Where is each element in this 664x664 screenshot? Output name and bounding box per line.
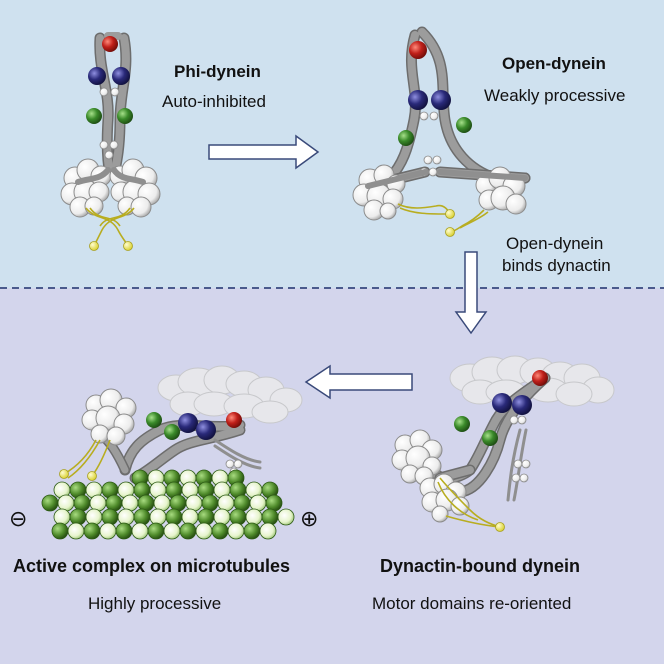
open-dynein-title: Open-dynein: [502, 54, 606, 73]
dynactin-bound-subtitle: Motor domains re-oriented: [372, 594, 572, 613]
dynactin-bound-title: Dynactin-bound dynein: [380, 556, 580, 576]
tubulin-subunit: [121, 494, 139, 512]
tubulin-subunit: [41, 494, 59, 512]
minus-end-symbol: ⊖: [9, 506, 28, 531]
tubulin-subunit: [185, 494, 203, 512]
open-dynein-subtitle: Weakly processive: [484, 86, 626, 105]
tubulin-subunit: [73, 494, 91, 512]
tubulin-subunit: [69, 508, 87, 526]
tubulin-subunit: [245, 508, 263, 526]
tubulin-subunit: [147, 522, 165, 540]
microtubule-lattice: [41, 469, 295, 540]
tubulin-subunit: [181, 508, 199, 526]
tubulin-subunit: [211, 522, 229, 540]
tubulin-subunit: [227, 522, 245, 540]
tubulin-subunit: [137, 494, 155, 512]
tubulin-subunit: [153, 494, 171, 512]
tubulin-subunit: [277, 508, 295, 526]
tubulin-subunit: [201, 494, 219, 512]
arrow-down: [454, 251, 488, 335]
active-complex-title: Active complex on microtubules: [13, 556, 291, 576]
plus-end-symbol: ⊕: [300, 506, 319, 531]
tubulin-subunit: [101, 508, 119, 526]
tubulin-subunit: [169, 494, 187, 512]
bottom-panel-background: [0, 288, 664, 664]
tubulin-subunit: [53, 508, 71, 526]
tubulin-subunit: [243, 522, 261, 540]
tubulin-subunit: [163, 522, 181, 540]
tubulin-subunit: [195, 522, 213, 540]
tubulin-subunit: [51, 522, 69, 540]
tubulin-subunit: [249, 494, 267, 512]
transition-label-line2: binds dynactin: [502, 256, 611, 275]
open-dynein-molecule: [352, 26, 531, 237]
tubulin-subunit: [179, 522, 197, 540]
active-complex-molecule: [59, 365, 303, 484]
tubulin-subunit: [115, 522, 133, 540]
phi-dynein-molecule: [60, 32, 161, 251]
tubulin-subunit: [265, 494, 283, 512]
tubulin-subunit: [89, 494, 107, 512]
phi-dynein-title: Phi-dynein: [174, 62, 261, 81]
tubulin-subunit: [213, 508, 231, 526]
tubulin-subunit: [99, 522, 117, 540]
tubulin-subunit: [131, 522, 149, 540]
tubulin-subunit: [67, 522, 85, 540]
tubulin-subunit: [83, 522, 101, 540]
tubulin-subunit: [133, 508, 151, 526]
arrow-left-bottom: [304, 364, 413, 400]
tubulin-subunit: [85, 508, 103, 526]
tubulin-subunit: [233, 494, 251, 512]
tubulin-subunit: [57, 494, 75, 512]
tubulin-subunit: [261, 508, 279, 526]
tubulin-subunit: [197, 508, 215, 526]
tubulin-subunit: [149, 508, 167, 526]
dynactin-bound-dynein-molecule: [391, 355, 615, 532]
tubulin-subunit: [259, 522, 277, 540]
tubulin-subunit: [217, 494, 235, 512]
phi-dynein-subtitle: Auto-inhibited: [162, 92, 266, 111]
active-complex-subtitle: Highly processive: [88, 594, 222, 613]
tubulin-subunit: [117, 508, 135, 526]
transition-label-line1: Open-dynein: [506, 234, 604, 253]
tubulin-subunit: [165, 508, 183, 526]
arrow-right-top: [208, 134, 320, 170]
tubulin-subunit: [229, 508, 247, 526]
tubulin-subunit: [105, 494, 123, 512]
